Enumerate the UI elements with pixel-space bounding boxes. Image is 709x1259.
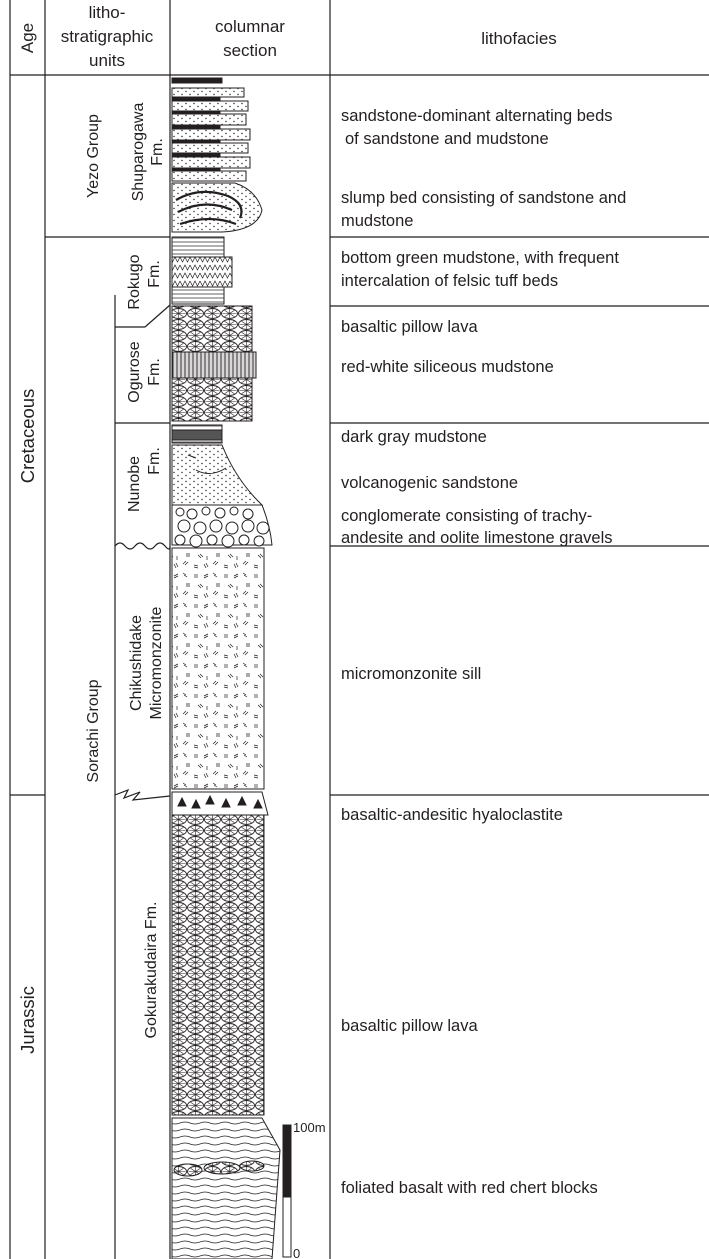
lithofacies-green-mudstone-1: bottom green mudstone, with frequent xyxy=(341,249,619,267)
lith-alternating-beds xyxy=(172,88,250,181)
lith-slump-bed xyxy=(172,183,262,232)
formation-ogurose: Ogurose Fm. xyxy=(126,341,163,402)
lithofacies-green-mudstone-2: intercalation of felsic tuff beds xyxy=(341,272,558,290)
formation-label: Micromonzonite xyxy=(148,606,165,719)
scale-bar-top-label: 100m xyxy=(293,1120,326,1135)
formation-label: Fm. xyxy=(146,260,163,288)
columnar-section xyxy=(172,78,280,1259)
lith-green-mudstone xyxy=(172,237,232,304)
lith-nunobe xyxy=(172,425,272,547)
header-section-line2: section xyxy=(223,41,277,60)
formation-rokugo: Rokugo Fm. xyxy=(126,254,163,309)
lith-lower-pillow-lava xyxy=(172,815,264,1115)
scale-bar: 100m 0 xyxy=(283,1120,326,1259)
lithofacies-alternating-1: sandstone-dominant alternating beds xyxy=(341,107,613,125)
lithofacies-volcanogenic-sandstone: volcanogenic sandstone xyxy=(341,474,518,492)
header-lithofacies: lithofacies xyxy=(481,29,557,48)
lith-upper-pillow-lava xyxy=(172,306,256,421)
table-header: Age litho- stratigraphic units columnar … xyxy=(18,3,557,70)
lithofacies-pillow-lava-upper: basaltic pillow lava xyxy=(341,318,478,336)
lith-micromonzonite xyxy=(172,548,264,789)
header-units-line1: litho- xyxy=(89,3,126,22)
formation-chikushidake: Chikushidake Micromonzonite xyxy=(128,606,165,719)
formation-shuparogawa: Shuparogawa Fm. xyxy=(130,103,166,202)
age-cretaceous: Cretaceous xyxy=(17,389,38,484)
formation-label: Nunobe xyxy=(126,456,143,512)
lithofacies-conglomerate-2: andesite and oolite limestone gravels xyxy=(341,529,613,547)
lithofacies-column: sandstone-dominant alternating beds of s… xyxy=(341,107,626,1197)
scale-bar-bottom-label: 0 xyxy=(293,1246,300,1259)
group-yezo: Yezo Group xyxy=(85,114,102,198)
header-units-line2: stratigraphic xyxy=(61,27,154,46)
formation-label: Shuparogawa xyxy=(130,103,147,202)
header-section-line1: columnar xyxy=(215,17,285,36)
lithofacies-siliceous-mudstone: red-white siliceous mudstone xyxy=(341,358,554,376)
group-sorachi: Sorachi Group xyxy=(85,679,102,782)
formation-label: Fm. xyxy=(149,138,166,166)
lith-hyaloclastite xyxy=(172,792,268,815)
lithofacies-slump-2: mudstone xyxy=(341,212,413,230)
formation-label: Chikushidake xyxy=(128,615,145,711)
formation-nunobe: Nunobe Fm. xyxy=(126,447,163,512)
formation-gokurakudaira: Gokurakudaira Fm. xyxy=(143,902,160,1039)
header-units-line3: units xyxy=(89,51,125,70)
formation-label: Rokugo xyxy=(126,254,143,309)
formation-label: Ogurose xyxy=(126,341,143,402)
lithofacies-dark-gray-mudstone: dark gray mudstone xyxy=(341,428,487,446)
lithofacies-slump-1: slump bed consisting of sandstone and xyxy=(341,189,626,207)
lithofacies-hyaloclastite: basaltic-andesitic hyaloclastite xyxy=(341,806,563,824)
lithofacies-foliated-basalt: foliated basalt with red chert blocks xyxy=(341,1179,598,1197)
header-age: Age xyxy=(18,23,37,53)
lith-top-mudstone xyxy=(172,78,222,83)
formation-label: Fm. xyxy=(146,358,163,386)
lithofacies-conglomerate-1: conglomerate consisting of trachy- xyxy=(341,507,592,525)
lithofacies-pillow-lava-lower: basaltic pillow lava xyxy=(341,1017,478,1035)
lithofacies-micromonzonite-sill: micromonzonite sill xyxy=(341,665,481,683)
lith-foliated-basalt xyxy=(172,1118,280,1259)
lithofacies-alternating-2: of sandstone and mudstone xyxy=(345,130,549,148)
formation-label: Fm. xyxy=(146,447,163,475)
age-jurassic: Jurassic xyxy=(17,986,38,1054)
